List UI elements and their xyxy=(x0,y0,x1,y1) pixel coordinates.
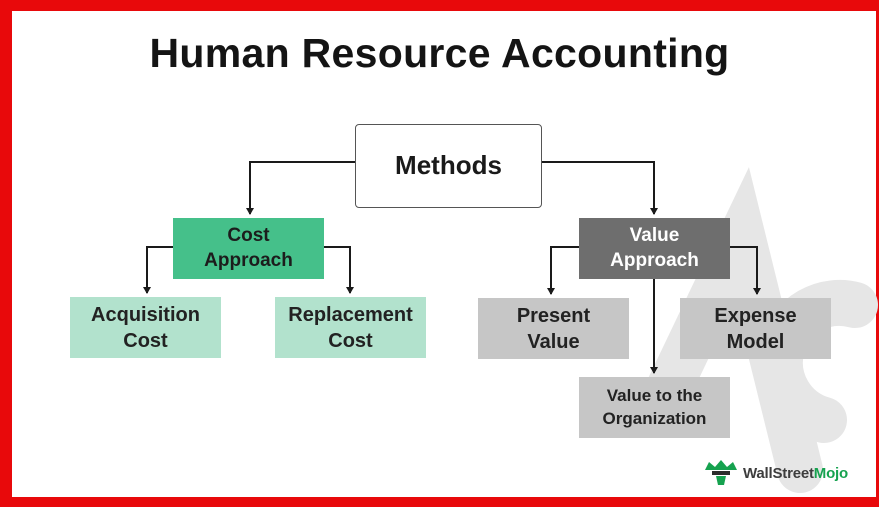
connector-value-expense xyxy=(730,246,761,295)
acquisition-cost-node: Acquisition Cost xyxy=(70,297,221,358)
value-to-organization-node: Value to the Organization xyxy=(579,377,730,438)
wallstreetmojo-logo: WallStreetMojo xyxy=(703,456,848,490)
diagram-title: Human Resource Accounting xyxy=(149,30,730,76)
connector-cost-acquisition xyxy=(143,246,173,294)
replacement-cost-node: Replacement Cost xyxy=(275,297,426,358)
logo-text: WallStreetMojo xyxy=(743,464,848,482)
cost-approach-node: Cost Approach xyxy=(173,218,324,279)
connector-methods-value xyxy=(542,161,658,215)
present-value-node: Present Value xyxy=(478,298,629,359)
connector-cost-replacement xyxy=(324,246,354,294)
logo-icon xyxy=(705,460,737,485)
value-approach-node: Value Approach xyxy=(579,218,730,279)
methods-node: Methods xyxy=(355,124,542,208)
connector-value-present xyxy=(547,246,579,295)
connector-methods-cost xyxy=(246,161,355,215)
expense-model-node: Expense Model xyxy=(680,298,831,359)
